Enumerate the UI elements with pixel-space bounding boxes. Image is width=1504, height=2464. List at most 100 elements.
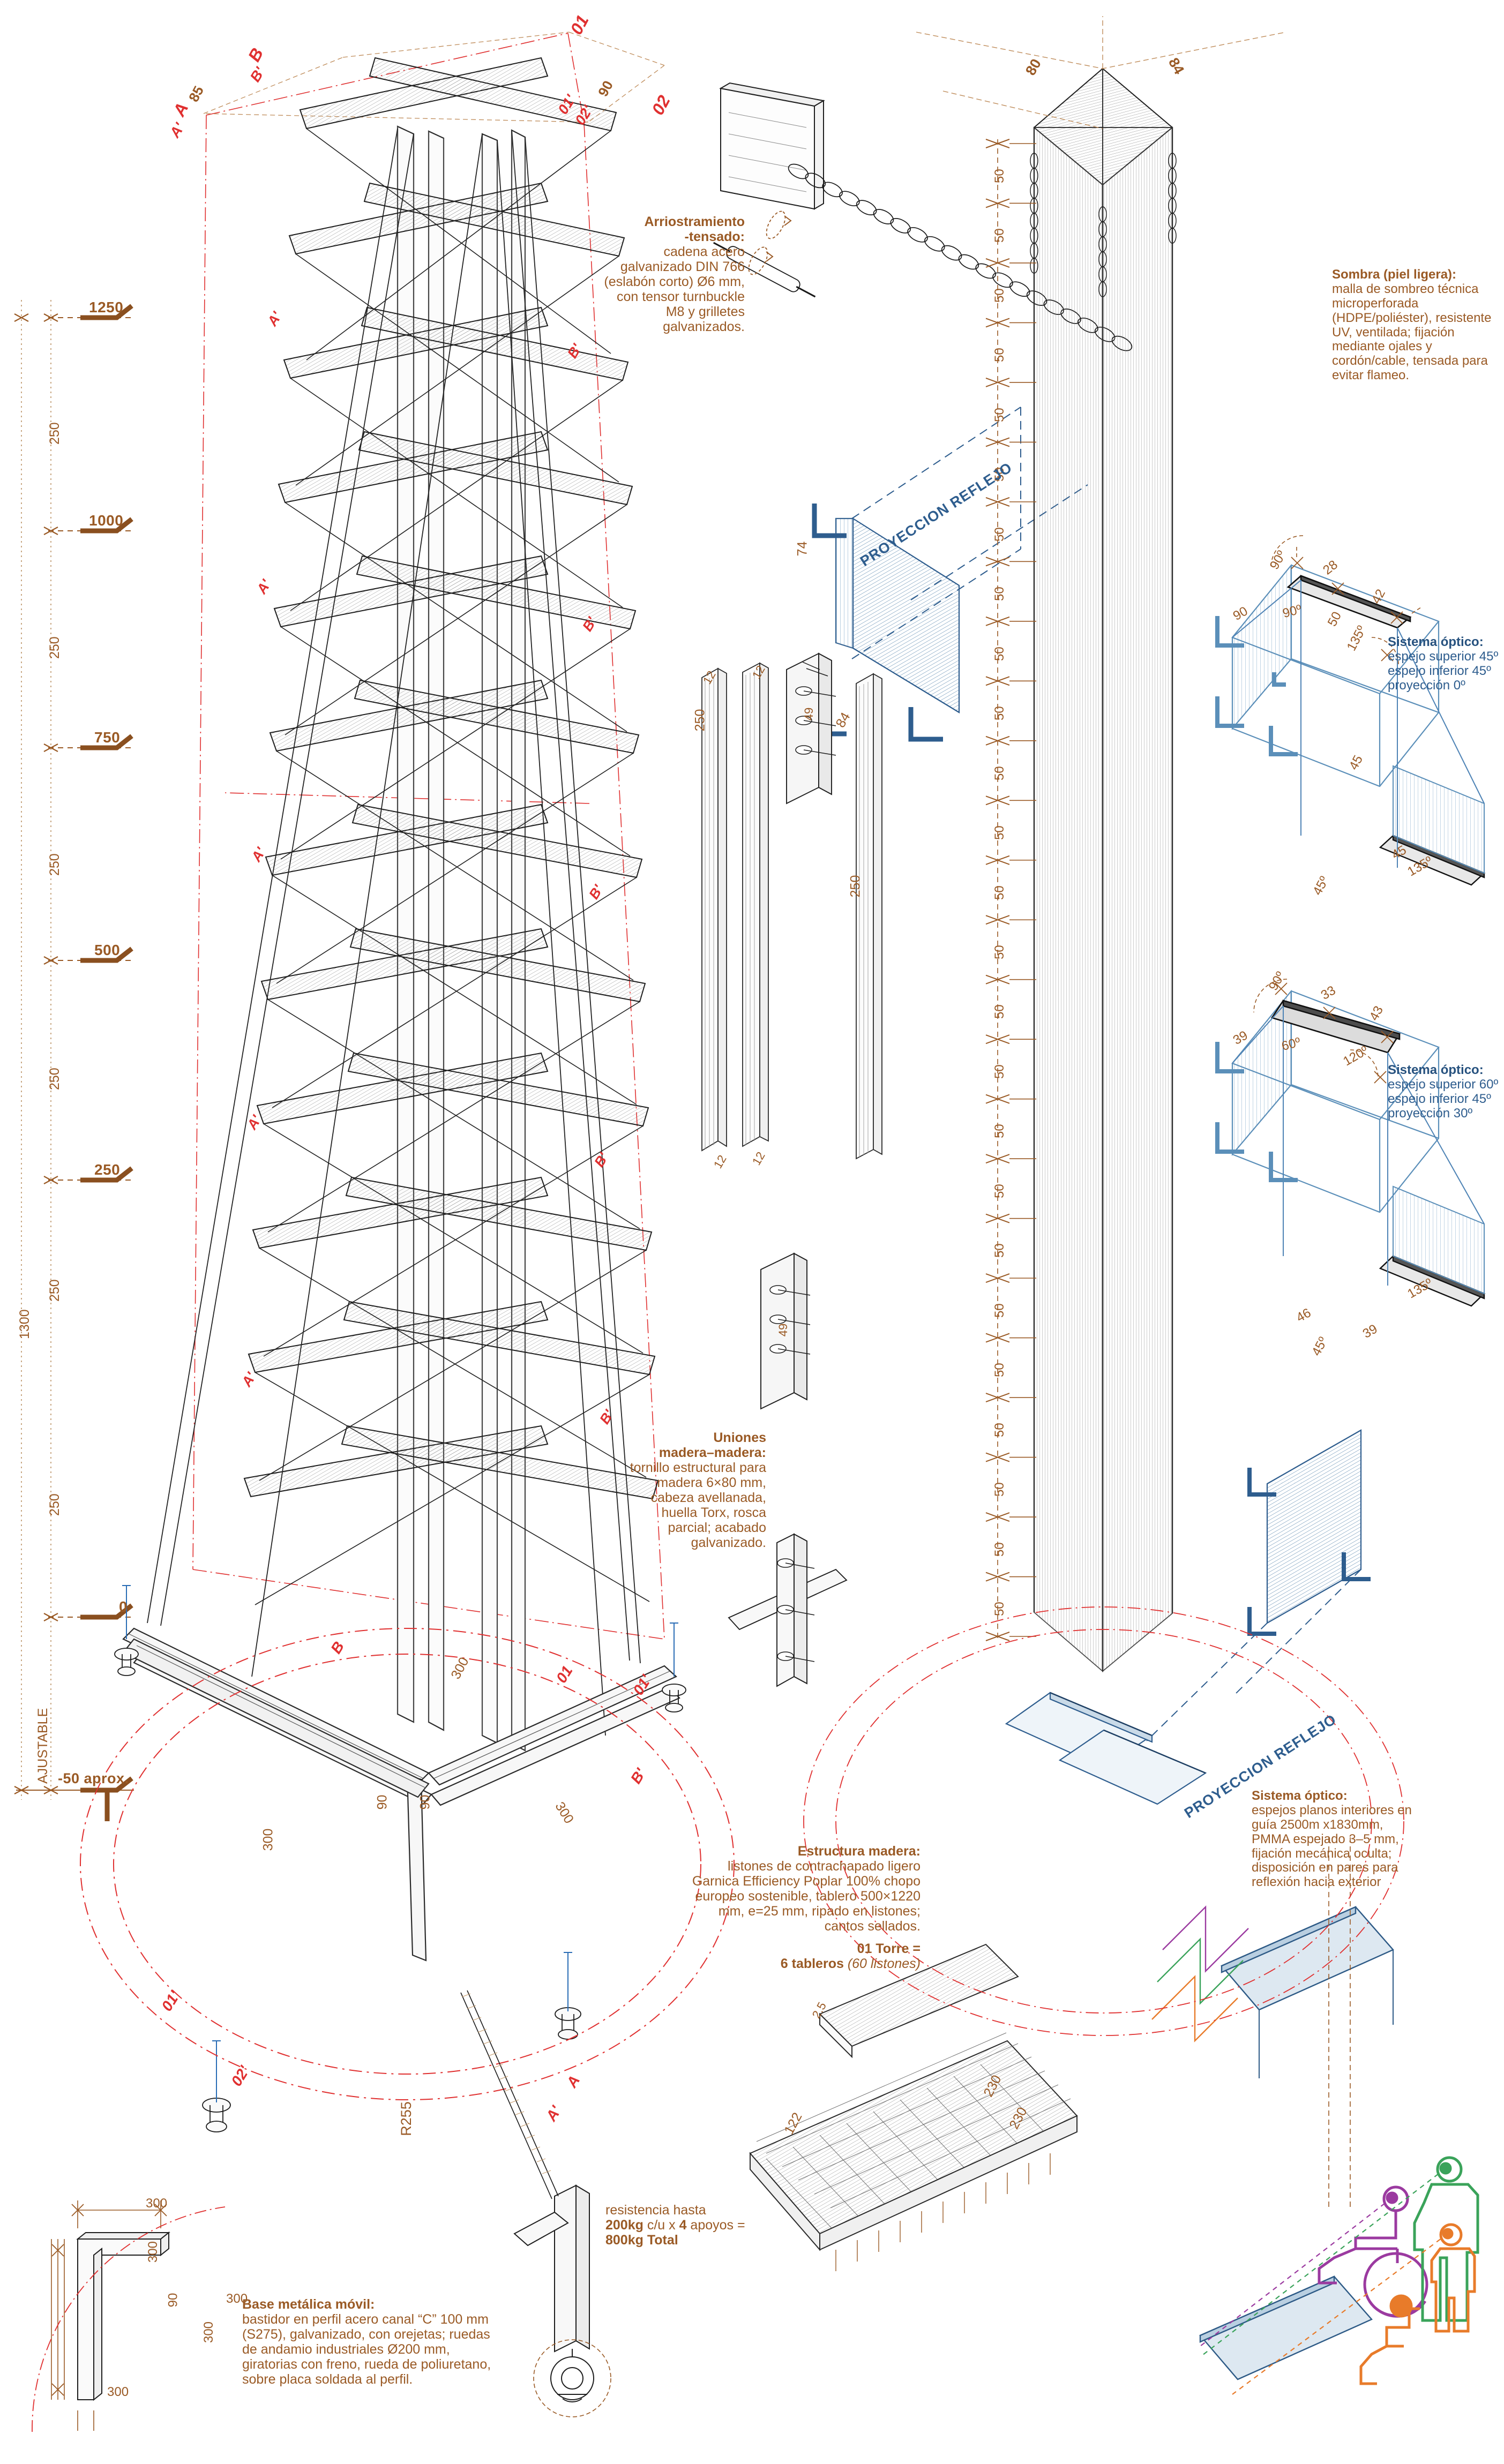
shade-module-dim-3: 50 <box>992 288 1007 303</box>
note-optico-60-line-2: espejo inferior 45º <box>1388 1091 1491 1106</box>
note-sombra-line-4: UV, ventilada; fijación <box>1332 325 1455 340</box>
elev-increment-6: 250 <box>47 1493 62 1516</box>
dim-plank-49-b: 49 <box>776 1323 790 1337</box>
mirror-panel-right-lower <box>1151 1837 1394 2380</box>
human-scale-figures <box>1200 2156 1479 2395</box>
note-sombra-line-6: cordón/cable, tensada para <box>1332 354 1488 369</box>
shade-module-dim-13: 50 <box>992 885 1007 900</box>
note-uniones-line-4: huella Torx, rosca <box>661 1505 766 1520</box>
shade-module-dim-17: 50 <box>992 1124 1007 1139</box>
note-base-metalica: Base metálica móvil: bastidor en perfil … <box>242 2297 558 2387</box>
shade-module-dim-23: 50 <box>992 1482 1007 1497</box>
note-sombra: Sombra (piel ligera): malla de sombreo t… <box>1332 267 1504 383</box>
note-arriostramiento: Arriostramiento -tensado: cadena acero g… <box>552 214 745 334</box>
elev-adjustable-label: AJUSTABLE <box>35 1708 50 1784</box>
note-arriostramiento-line-4: con tensor turnbuckle <box>616 289 745 304</box>
note-estructura-summary-1: 01 Torre = <box>857 1941 921 1956</box>
dim-plan-300-e: 300 <box>146 2241 161 2263</box>
dim-base-sublabel-350: 300 <box>260 1828 276 1851</box>
leveling-screw <box>122 1585 678 2102</box>
note-estructura-line-4: mm, e=25 mm, ripado en listones; <box>718 1904 921 1919</box>
dim-plan-300-c: 300 <box>146 2196 168 2211</box>
connector-plate-top <box>786 652 832 805</box>
note-optico-espejos: Sistema óptico: espejos planos interiore… <box>1252 1789 1434 1890</box>
note-uniones-line-5: parcial; acabado <box>668 1520 766 1535</box>
note-resistencia-apoyos: apoyos = <box>686 2218 745 2233</box>
elev-increment-5: 250 <box>47 1279 62 1302</box>
note-uniones-title-2: madera–madera: <box>659 1445 766 1460</box>
shade-module-dim-4: 50 <box>992 348 1007 363</box>
shade-module-dim-20: 50 <box>992 1303 1007 1318</box>
chain-turnbuckle-detail <box>713 82 1133 351</box>
note-arriostramiento-line-2: galvanizado DIN 766 <box>620 259 745 274</box>
shade-module-dim-9: 50 <box>992 646 1007 661</box>
note-base-line-1: bastidor en perfil acero canal “C” 100 m… <box>242 2312 489 2327</box>
elev-total-1300: 1300 <box>17 1309 32 1339</box>
note-resistencia-total: 800kg Total <box>605 2233 678 2248</box>
note-estructura-summary-2: 6 tableros <box>780 1956 844 1971</box>
note-arriostramiento-line-6: galvanizados. <box>663 319 745 334</box>
turning-radius-circles <box>80 1628 735 2100</box>
shade-module-dim-10: 50 <box>992 706 1007 721</box>
plate-screws-bottom <box>769 1285 811 1355</box>
note-estructura-madera: Estructura madera: listones de contracha… <box>656 1844 921 1971</box>
note-optico-60-line-1: espejo superior 60º <box>1388 1077 1499 1092</box>
note-sombra-line-5: mediante ojales y <box>1332 339 1432 354</box>
optic-diagram-60 <box>1215 979 1486 1307</box>
shade-module-dim-16: 50 <box>992 1064 1007 1079</box>
note-uniones-line-1: tornillo estructural para <box>630 1460 766 1475</box>
note-optico-45-title: Sistema óptico: <box>1388 635 1484 649</box>
shade-module-dim-25: 50 <box>992 1602 1007 1617</box>
shade-module-dim-12: 50 <box>992 825 1007 840</box>
note-uniones-line-3: cabeza avellanada, <box>650 1490 766 1505</box>
mirror-base-assembly <box>1005 1692 1207 1805</box>
dim-plank-250-b: 250 <box>848 875 863 898</box>
plate-screws <box>795 662 836 756</box>
elevation-mark-1000: 1000 <box>89 512 124 529</box>
dim-base-90-b: 90 <box>417 1794 433 1810</box>
note-estructura-line-3: europeo sostenible, tablero 500×1220 <box>695 1889 921 1904</box>
note-uniones-title-1: Uniones <box>713 1430 766 1445</box>
dim-plank-250-a: 250 <box>692 709 708 732</box>
shade-module-dim-7: 50 <box>992 527 1007 542</box>
note-uniones-line-2: madera 6×80 mm, <box>657 1475 766 1490</box>
shade-module-dim-2: 50 <box>992 228 1007 243</box>
shade-screen-column <box>985 67 1207 1805</box>
shade-module-dim-21: 50 <box>992 1363 1007 1378</box>
lifting-hook-detail <box>460 1990 611 2417</box>
shade-module-dimension-chain <box>985 139 1036 1641</box>
note-estructura-line-2: Garnica Efficiency Poplar 100% chopo <box>692 1874 921 1889</box>
note-estructura-line-1: listones de contrachapado ligero <box>728 1859 921 1874</box>
shade-module-dim-19: 50 <box>992 1243 1007 1258</box>
note-optico-45-line-1: espejo superior 45º <box>1388 649 1499 664</box>
note-optico-espejos-line-2: guía 2500m x1830mm, <box>1252 1817 1383 1832</box>
shade-module-dim-8: 50 <box>992 587 1007 602</box>
note-arriostramiento-line-5: M8 y grilletes <box>665 304 745 319</box>
note-resistencia: resistencia hasta 200kg c/u x 4 apoyos =… <box>605 2203 777 2248</box>
note-sombra-line-7: evitar flameo. <box>1332 368 1410 383</box>
note-resistencia-4: 4 <box>679 2218 687 2233</box>
shade-module-dim-5: 50 <box>992 407 1007 422</box>
note-estructura-line-5: cantos sellados. <box>824 1919 921 1934</box>
note-resistencia-cu: c/u x <box>643 2218 679 2233</box>
optic-diagram-45 <box>1215 535 1486 886</box>
note-base-line-2: (S275), galvanizado, con orejetas; rueda… <box>242 2327 490 2342</box>
elevation-mark-1250: 1250 <box>89 299 124 315</box>
note-resistencia-200kg: 200kg <box>605 2218 643 2233</box>
note-optico-45-line-2: espejo inferior 45º <box>1388 663 1491 678</box>
shade-module-dim-24: 50 <box>992 1542 1007 1557</box>
note-estructura-summary-3: (60 listones) <box>847 1956 921 1971</box>
note-sombra-line-3: (HDPE/poliéster), resistente <box>1332 310 1492 325</box>
tower-isometric-view <box>80 32 735 2132</box>
dim-mirror-74: 74 <box>795 541 810 557</box>
plank-detail-views <box>701 652 882 1687</box>
connector-plate-bottom <box>760 1252 807 1410</box>
figure-adult <box>1413 2156 1479 2322</box>
note-base-title: Base metálica móvil: <box>242 2297 375 2312</box>
note-base-line-4: giratorias con freno, rueda de poliureta… <box>242 2357 491 2372</box>
shade-module-dim-18: 50 <box>992 1184 1007 1198</box>
note-base-line-5: sobre placa soldada al perfil. <box>242 2372 413 2387</box>
note-arriostramiento-title-1: Arriostramiento <box>644 214 745 229</box>
note-optico-espejos-line-3: PMMA espejado 3–5 mm, <box>1252 1831 1399 1846</box>
ramp-deck-detail <box>749 1943 1078 2271</box>
